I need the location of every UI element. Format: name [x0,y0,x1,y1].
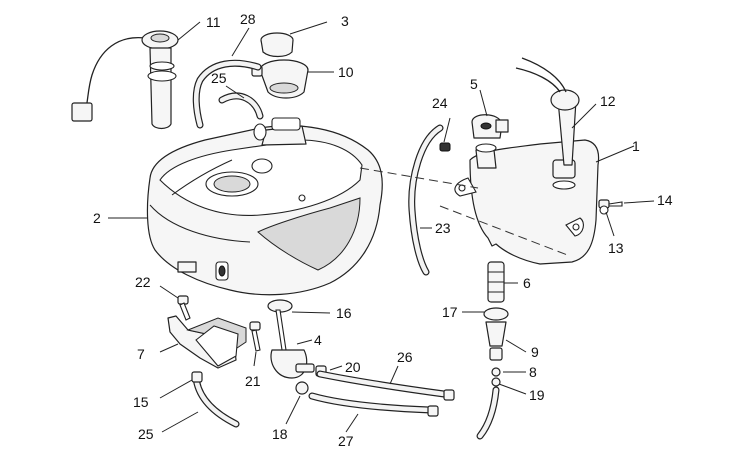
leader-lines [108,21,655,433]
callout-3: 3 [341,13,349,29]
fuel-tank [146,117,383,296]
callout-5: 5 [470,76,478,92]
callout-21: 21 [245,373,261,389]
callout-23: 23 [435,220,451,236]
callout-17: 17 [442,304,458,320]
callout-13: 13 [608,240,624,256]
mounting-bracket [167,295,261,428]
callout-19: 19 [529,387,545,403]
callout-2: 2 [93,210,101,226]
callout-12: 12 [600,93,616,109]
callout-25-bottom: 25 [138,426,154,442]
callout-16: 16 [336,305,352,321]
callout-20: 20 [345,359,361,375]
fuel-hoses [308,370,455,417]
callout-11: 11 [206,14,221,30]
filter-valve-assembly [476,261,509,440]
callout-8: 8 [529,364,537,380]
fuel-gauge-sender [71,30,179,130]
callout-numbers: 1 2 3 4 5 6 7 8 9 10 11 12 13 14 15 16 1… [93,11,673,449]
callout-24: 24 [432,95,448,111]
callout-25-top: 25 [211,70,227,86]
callout-9: 9 [531,344,539,360]
callout-28: 28 [240,11,256,27]
callout-6: 6 [523,275,531,291]
callout-15: 15 [133,394,149,410]
filler-cap-assembly [192,32,309,141]
callout-1: 1 [632,138,640,154]
callout-4: 4 [314,332,322,348]
callout-7: 7 [137,346,145,362]
expansion-tank-assembly [408,57,623,276]
callout-10: 10 [338,64,354,80]
callout-14: 14 [657,192,673,208]
callout-18: 18 [272,426,288,442]
callout-27: 27 [338,433,354,449]
callout-22: 22 [135,274,151,290]
callout-26: 26 [397,349,413,365]
